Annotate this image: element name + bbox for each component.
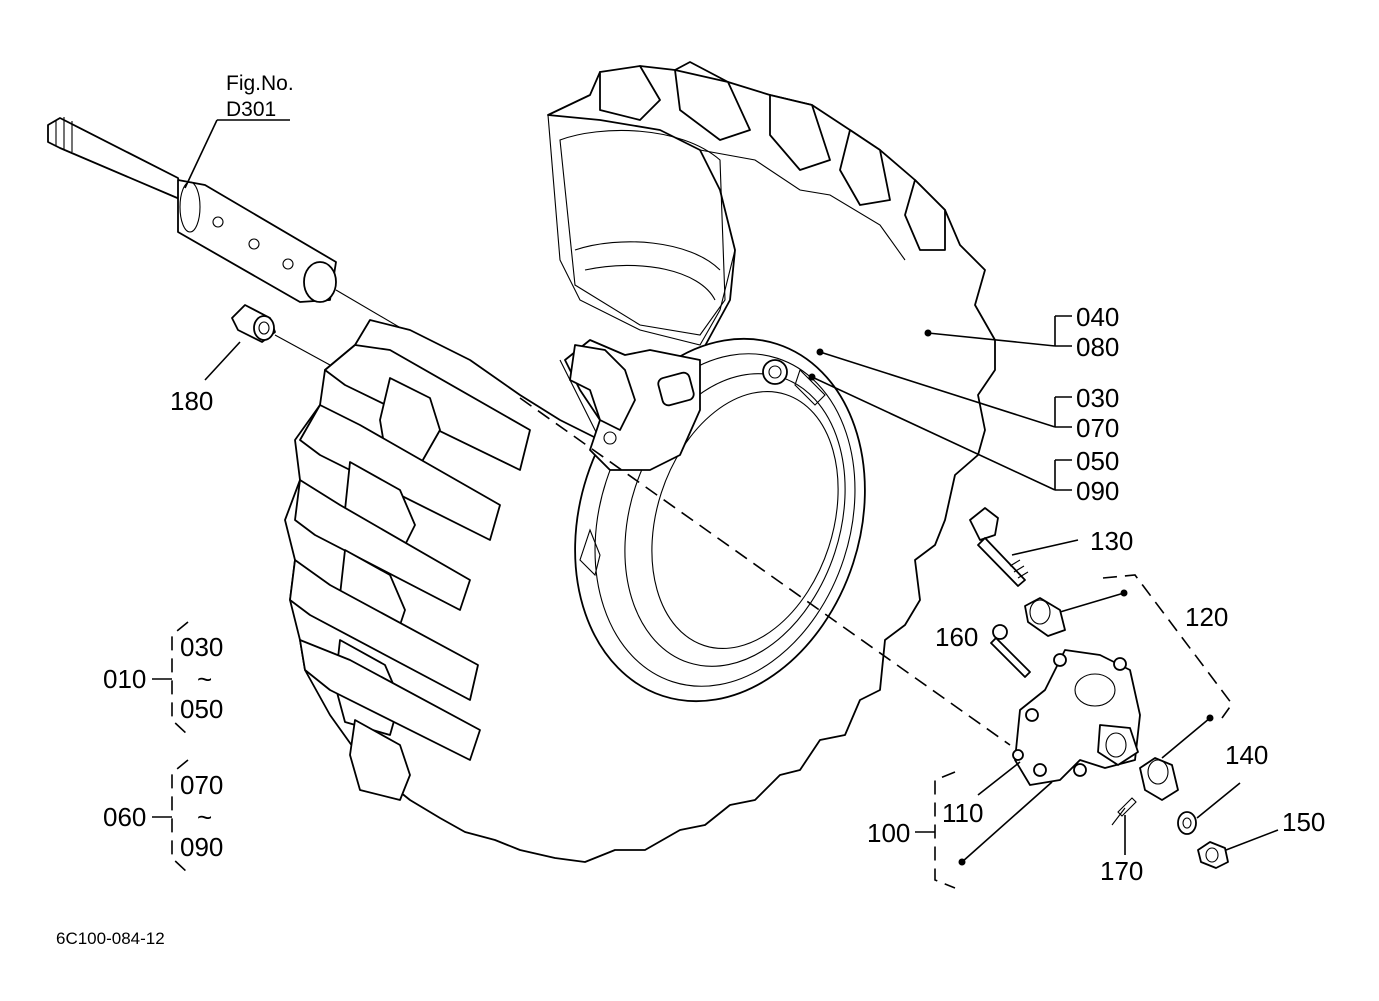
callout-group-tire: 040 080 — [924, 302, 1119, 362]
part-140-washer: 140 — [1177, 740, 1268, 835]
assembly-010-from: 030 — [180, 632, 223, 662]
callout-090: 090 — [1076, 476, 1119, 506]
axle-shaft — [47, 117, 521, 399]
callout-100: 100 — [867, 818, 910, 848]
part-120-cap-upper — [1024, 597, 1066, 637]
callout-group-110: 110 — [942, 761, 1021, 828]
callout-070: 070 — [1076, 413, 1119, 443]
fig-no-value: D301 — [226, 98, 276, 121]
assembly-060: 060 070 ~ 090 — [103, 759, 223, 874]
assembly-060-id: 060 — [103, 802, 146, 832]
callout-080: 080 — [1076, 332, 1119, 362]
callout-030: 030 — [1076, 383, 1119, 413]
assembly-060-sep: ~ — [197, 802, 212, 832]
assembly-060-to: 090 — [180, 832, 223, 862]
assembly-010-sep: ~ — [197, 664, 212, 694]
part-170-cotter-pin: 170 — [1100, 797, 1143, 886]
assembly-060-from: 070 — [180, 770, 223, 800]
callout-140: 140 — [1225, 740, 1268, 770]
part-120-bracket: 120 — [1059, 574, 1233, 759]
part-180-nut: 180 — [170, 304, 331, 416]
callout-110: 110 — [942, 798, 983, 828]
fig-no-reference: Fig.No. D301 — [184, 72, 294, 189]
callout-180: 180 — [170, 386, 213, 416]
callout-group-100: 100 — [867, 771, 1053, 889]
part-160-pin: 160 — [935, 622, 1031, 678]
callout-160: 160 — [935, 622, 978, 652]
drawing-code: 6C100-084-12 — [56, 929, 165, 948]
assembly-010-to: 050 — [180, 694, 223, 724]
callout-group-tube: 050 090 — [808, 373, 1119, 506]
assembly-010-id: 010 — [103, 664, 146, 694]
callout-040: 040 — [1076, 302, 1119, 332]
part-120-cap-lower — [1139, 757, 1179, 801]
callout-050: 050 — [1076, 446, 1119, 476]
part-100-hub — [1012, 649, 1141, 786]
fig-no-label: Fig.No. — [226, 72, 294, 95]
callout-170: 170 — [1100, 856, 1143, 886]
callout-150: 150 — [1282, 807, 1325, 837]
assembly-010: 010 030 ~ 050 — [103, 621, 223, 736]
callout-130: 130 — [1090, 526, 1133, 556]
callout-120: 120 — [1185, 602, 1228, 632]
part-130-bolt: 130 — [969, 507, 1133, 587]
callout-group-rim: 030 070 — [816, 348, 1119, 443]
wheel-rim — [519, 337, 1011, 746]
part-150-nut: 150 — [1197, 807, 1325, 869]
